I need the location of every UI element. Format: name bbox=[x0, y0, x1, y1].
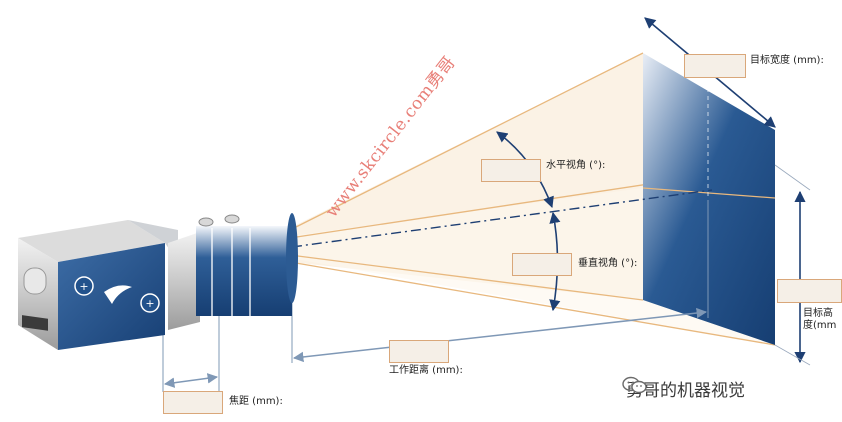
target-height-label-line2: 度(mm bbox=[803, 320, 837, 331]
focal-length-label: 焦距 (mm): bbox=[229, 396, 283, 407]
lens-icon bbox=[168, 213, 298, 330]
brand-caption: 勇哥的机器视觉 bbox=[622, 376, 745, 401]
vertical-fov-label: 垂直视角 (°): bbox=[578, 258, 638, 269]
vertical-fov-field[interactable] bbox=[512, 253, 572, 276]
target-width-label: 目标宽度 (mm): bbox=[750, 55, 824, 66]
working-distance-field[interactable] bbox=[389, 340, 449, 363]
target-height-label: 目标高 度(mm bbox=[803, 308, 836, 332]
camera-icon: + + bbox=[18, 220, 178, 350]
horizontal-fov-label: 水平视角 (°): bbox=[546, 160, 606, 171]
target-height-label-line1: 目标高 bbox=[803, 308, 833, 319]
svg-text:+: + bbox=[145, 297, 154, 310]
svg-text:+: + bbox=[79, 280, 88, 293]
target-height-field[interactable] bbox=[777, 279, 842, 303]
target-horizontal-guide bbox=[642, 187, 776, 199]
target-plane bbox=[643, 53, 775, 345]
target-width-field[interactable] bbox=[684, 54, 746, 78]
working-distance-label: 工作距离 (mm): bbox=[389, 365, 463, 376]
brand-text: 勇哥的机器视觉 bbox=[626, 381, 745, 401]
horizontal-fov-field[interactable] bbox=[481, 159, 541, 182]
focal-length-field[interactable] bbox=[163, 391, 223, 414]
